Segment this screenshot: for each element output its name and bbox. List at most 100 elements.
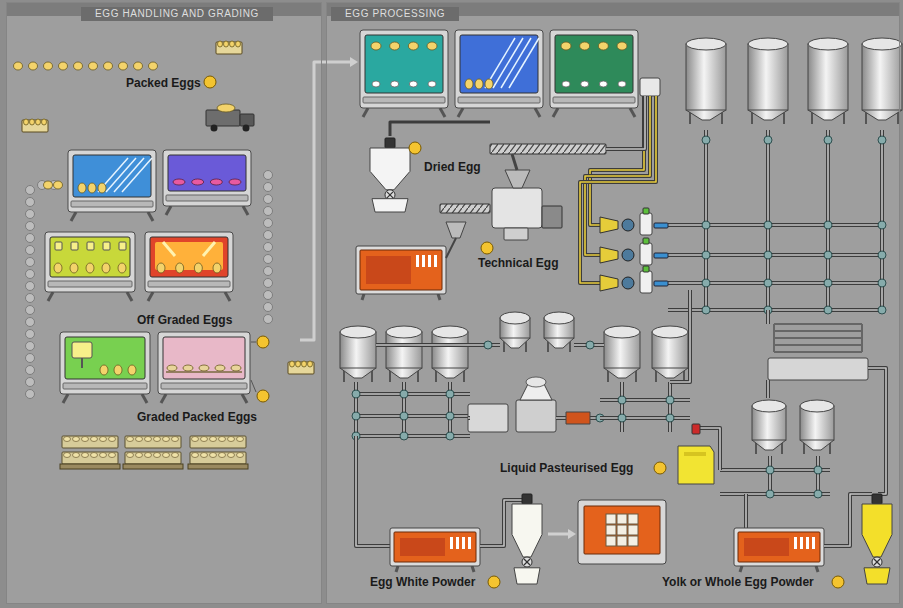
marker-dot [488,576,500,588]
bag [617,514,627,524]
pipe-core [590,96,644,225]
panel-ground [6,16,322,604]
dryer-vent [422,255,425,267]
egg [219,437,226,442]
conveyor-roller [26,366,35,375]
valve [702,279,710,287]
conveyor-roller [26,198,35,207]
dryer-frame [734,528,824,566]
machine-rail [458,97,540,103]
machine-leg [243,206,248,215]
tank-cone [544,338,574,348]
egg [154,453,161,458]
machine-body [163,150,251,206]
pipe-core [878,490,886,494]
machine-leg [553,108,558,117]
egg [428,81,436,87]
conveyor-roller [264,303,273,312]
pipe-core [668,309,882,311]
valve [824,221,832,229]
egg [127,453,134,458]
dryer-chamber [738,532,820,562]
machine-window [150,237,228,277]
egg [70,263,78,273]
tank-cone [752,440,786,450]
outlet [654,253,668,258]
dryer-leg [816,566,818,572]
hopper-body [370,148,410,190]
tank-top [386,326,422,338]
pump-motor [622,219,634,231]
machine-rail [148,281,230,287]
section-heading: EGG HANDLING AND GRADING [81,7,273,21]
tank-top [544,312,574,324]
hopper-body [512,504,542,557]
valve-cap [643,238,649,244]
pipe [600,398,690,402]
scale-stem [81,358,83,368]
valve [400,412,408,420]
packing-unit [578,500,666,564]
egg-carton [216,42,242,54]
conveyor-roller [264,195,273,204]
tank-top [748,38,788,50]
nozzle [692,424,700,434]
egg-tray-stack [62,436,118,448]
egg [562,81,570,87]
dryer-leg [362,294,364,300]
pallet [123,464,183,469]
egg-carton [288,362,314,374]
egg [217,104,235,112]
pipe [390,122,490,136]
machine-body [45,232,135,292]
egg [145,453,152,458]
truck-box [206,110,240,126]
tray [166,371,242,373]
machine-body [455,30,543,108]
egg [192,179,204,185]
pipe [668,253,882,257]
coil [774,344,862,346]
valve [446,390,454,398]
egg [308,361,313,367]
conveyor-roller [264,243,273,252]
machine-leg [63,394,68,403]
pipe-core [767,380,769,398]
tank-cone [748,110,788,120]
tank-cone [500,338,530,348]
machine-window [163,337,245,379]
pallet [188,464,248,469]
cup [103,242,110,250]
egg [199,365,209,371]
screw-conveyor [490,144,606,154]
panel-grounds [6,16,900,604]
coil [774,337,862,339]
spray [485,38,515,88]
egg [237,453,244,458]
valve [666,396,674,404]
spray [493,38,523,88]
transfer-line [548,533,570,536]
egg [228,437,235,442]
pipe-core [468,417,470,419]
pump-motor [622,277,634,289]
pipe-core [668,254,882,256]
spray [98,158,128,192]
jerrycan-handle [684,452,706,456]
tank-top [686,38,726,50]
pipe-core [670,290,690,382]
product-label: Off Graded Eggs [137,313,232,327]
hopper-inlet [872,494,882,504]
pipe [580,96,656,283]
egg [224,41,229,47]
machine-leg [142,394,147,403]
egg [172,453,179,458]
egg [427,42,437,50]
egg [54,263,62,273]
machine-window [168,155,246,191]
dryer-vent [468,537,471,549]
product-label: Technical Egg [478,256,558,270]
machine-rail [63,383,147,389]
valve-body [640,243,652,265]
machine-rail [363,97,445,103]
